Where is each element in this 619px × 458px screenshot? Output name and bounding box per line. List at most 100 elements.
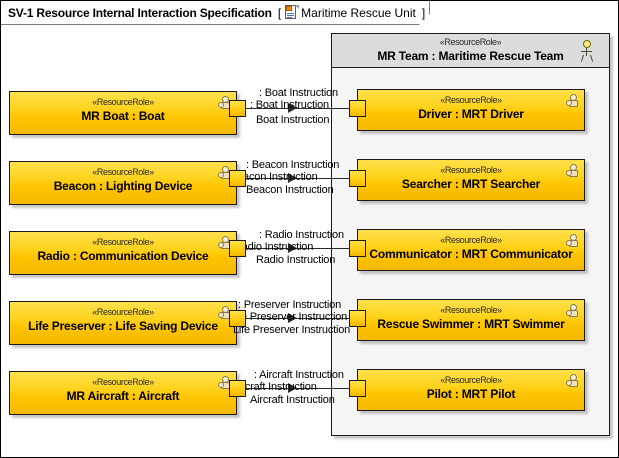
role-icon-badge <box>218 382 224 388</box>
connector-label-boat-bottom: Boat Instruction <box>256 114 330 126</box>
role-block-communicator[interactable]: «ResourceRole» Communicator : MRT Commun… <box>357 229 585 271</box>
actor-torso <box>586 48 587 56</box>
connector-line-radio-communicator <box>237 248 357 249</box>
role-icon-badge <box>218 172 224 178</box>
actor-stick-figure-icon <box>579 40 595 62</box>
actor-leg-left <box>580 54 584 62</box>
role-person-icon <box>566 304 580 318</box>
role-person-icon <box>218 306 232 320</box>
connector-label-preserver-top: : Preserver Instruction <box>238 299 341 311</box>
port-pilot-in[interactable] <box>349 380 366 397</box>
connector-label-beacon-bottom: Beacon Instruction <box>246 184 334 196</box>
role-block-mr-boat[interactable]: «ResourceRole» MR Boat : Boat <box>9 91 237 135</box>
role-name: Driver : MRT Driver <box>418 107 524 121</box>
connector-label-radio-bottom: Radio Instruction <box>256 254 336 266</box>
role-name: Pilot : MRT Pilot <box>426 387 516 401</box>
role-block-beacon[interactable]: «ResourceRole» Beacon : Lighting Device <box>9 161 237 205</box>
role-block-pilot[interactable]: «ResourceRole» Pilot : MRT Pilot <box>357 369 585 411</box>
role-block-life-preserver[interactable]: «ResourceRole» Life Preserver : Life Sav… <box>9 301 237 345</box>
role-stereotype: «ResourceRole» <box>92 237 154 247</box>
role-stereotype: «ResourceRole» <box>440 235 502 245</box>
port-searcher-in[interactable] <box>349 170 366 187</box>
role-name: Communicator : MRT Communicator <box>369 247 573 261</box>
role-stereotype: «ResourceRole» <box>440 305 502 315</box>
port-beacon-out[interactable] <box>229 170 246 187</box>
connector-arrow-aircraft-pilot <box>288 383 297 393</box>
container-stereotype: «ResourceRole» <box>439 37 502 47</box>
connector-arrow-beacon-searcher <box>288 173 297 183</box>
role-name: Beacon : Lighting Device <box>53 179 193 193</box>
role-icon-badge <box>566 100 572 106</box>
doc-icon-header <box>286 6 293 11</box>
role-stereotype: «ResourceRole» <box>92 97 154 107</box>
diagram-context-name: Maritime Rescue Unit <box>301 5 416 20</box>
role-stereotype: «ResourceRole» <box>92 167 154 177</box>
connector-label-preserver-bottom: Life Preserver Instruction <box>233 324 351 336</box>
container-name: MR Team : Maritime Rescue Team <box>377 49 564 63</box>
role-name: Searcher : MRT Searcher <box>401 177 541 191</box>
role-stereotype: «ResourceRole» <box>440 375 502 385</box>
connector-label-boat-top: : Boat Instruction <box>259 87 338 99</box>
role-block-driver[interactable]: «ResourceRole» Driver : MRT Driver <box>357 89 585 131</box>
port-communicator-in[interactable] <box>349 240 366 257</box>
role-person-icon <box>566 234 580 248</box>
role-block-radio[interactable]: «ResourceRole» Radio : Communication Dev… <box>9 231 237 275</box>
connector-line-aircraft-pilot <box>237 388 357 389</box>
role-block-mr-aircraft[interactable]: «ResourceRole» MR Aircraft : Aircraft <box>9 371 237 415</box>
role-stereotype: «ResourceRole» <box>92 377 154 387</box>
connector-arrow-preserver-swimmer <box>288 313 297 323</box>
role-person-icon <box>566 94 580 108</box>
actor-head <box>583 40 591 48</box>
role-person-icon <box>218 96 232 110</box>
doc-icon-line <box>287 17 293 18</box>
connector-label-aircraft-bottom: Aircraft Instruction <box>250 394 335 406</box>
doc-icon-fold <box>295 5 300 9</box>
connector-line-beacon-searcher <box>237 178 357 179</box>
port-radio-out[interactable] <box>229 240 246 257</box>
doc-icon-line <box>287 15 295 16</box>
bracket-close: ] <box>421 5 426 20</box>
role-icon-badge <box>218 102 224 108</box>
port-life-preserver-out[interactable] <box>229 310 246 327</box>
port-mr-aircraft-out[interactable] <box>229 380 246 397</box>
connector-label-radio-mid: Radio Instruction <box>234 241 314 253</box>
connector-label-beacon-mid: Beacon Instruction <box>230 171 318 183</box>
connector-label-radio-top: : Radio Instruction <box>259 229 344 241</box>
actor-arms <box>581 51 592 52</box>
connector-label-beacon-top: : Beacon Instruction <box>246 159 340 171</box>
connector-label-boat-mid: : Boat Instruction <box>250 99 329 111</box>
connector-label-preserver-mid: Life Preserver Instruction <box>230 311 348 323</box>
role-icon-badge <box>566 240 572 246</box>
role-stereotype: «ResourceRole» <box>92 307 154 317</box>
role-stereotype: «ResourceRole» <box>440 95 502 105</box>
role-stereotype: «ResourceRole» <box>440 165 502 175</box>
page-title: SV-1 Resource Internal Interaction Speci… <box>8 5 272 20</box>
role-icon-badge <box>566 380 572 386</box>
connector-label-aircraft-top: : Aircraft Instruction <box>254 369 344 381</box>
role-icon-badge <box>218 312 224 318</box>
diagram-document-icon <box>285 5 300 20</box>
role-person-icon <box>566 374 580 388</box>
role-block-searcher[interactable]: «ResourceRole» Searcher : MRT Searcher <box>357 159 585 201</box>
role-icon-badge <box>566 310 572 316</box>
role-name: Radio : Communication Device <box>37 249 209 263</box>
connector-line-boat-driver <box>237 108 357 109</box>
doc-icon-page <box>285 5 297 19</box>
container-header: «ResourceRole» MR Team : Maritime Rescue… <box>332 34 609 68</box>
connector-label-aircraft-mid: Aircraft Instruction <box>232 381 317 393</box>
bracket-open: [ <box>277 5 282 20</box>
connector-arrow-boat-driver <box>288 103 297 113</box>
port-driver-in[interactable] <box>349 100 366 117</box>
role-name: Life Preserver : Life Saving Device <box>28 319 218 333</box>
port-rescue-swimmer-in[interactable] <box>349 310 366 327</box>
role-icon-badge <box>218 242 224 248</box>
connector-line-preserver-swimmer <box>237 318 357 319</box>
diagram-title-bar: SV-1 Resource Internal Interaction Speci… <box>1 1 430 25</box>
role-block-rescue-swimmer[interactable]: «ResourceRole» Rescue Swimmer : MRT Swim… <box>357 299 585 341</box>
role-icon-badge <box>566 170 572 176</box>
port-mr-boat-out[interactable] <box>229 100 246 117</box>
role-name: Rescue Swimmer : MRT Swimmer <box>377 317 565 331</box>
actor-leg-right <box>590 54 594 62</box>
connector-arrow-radio-communicator <box>288 243 297 253</box>
role-name: MR Boat : Boat <box>81 109 165 123</box>
